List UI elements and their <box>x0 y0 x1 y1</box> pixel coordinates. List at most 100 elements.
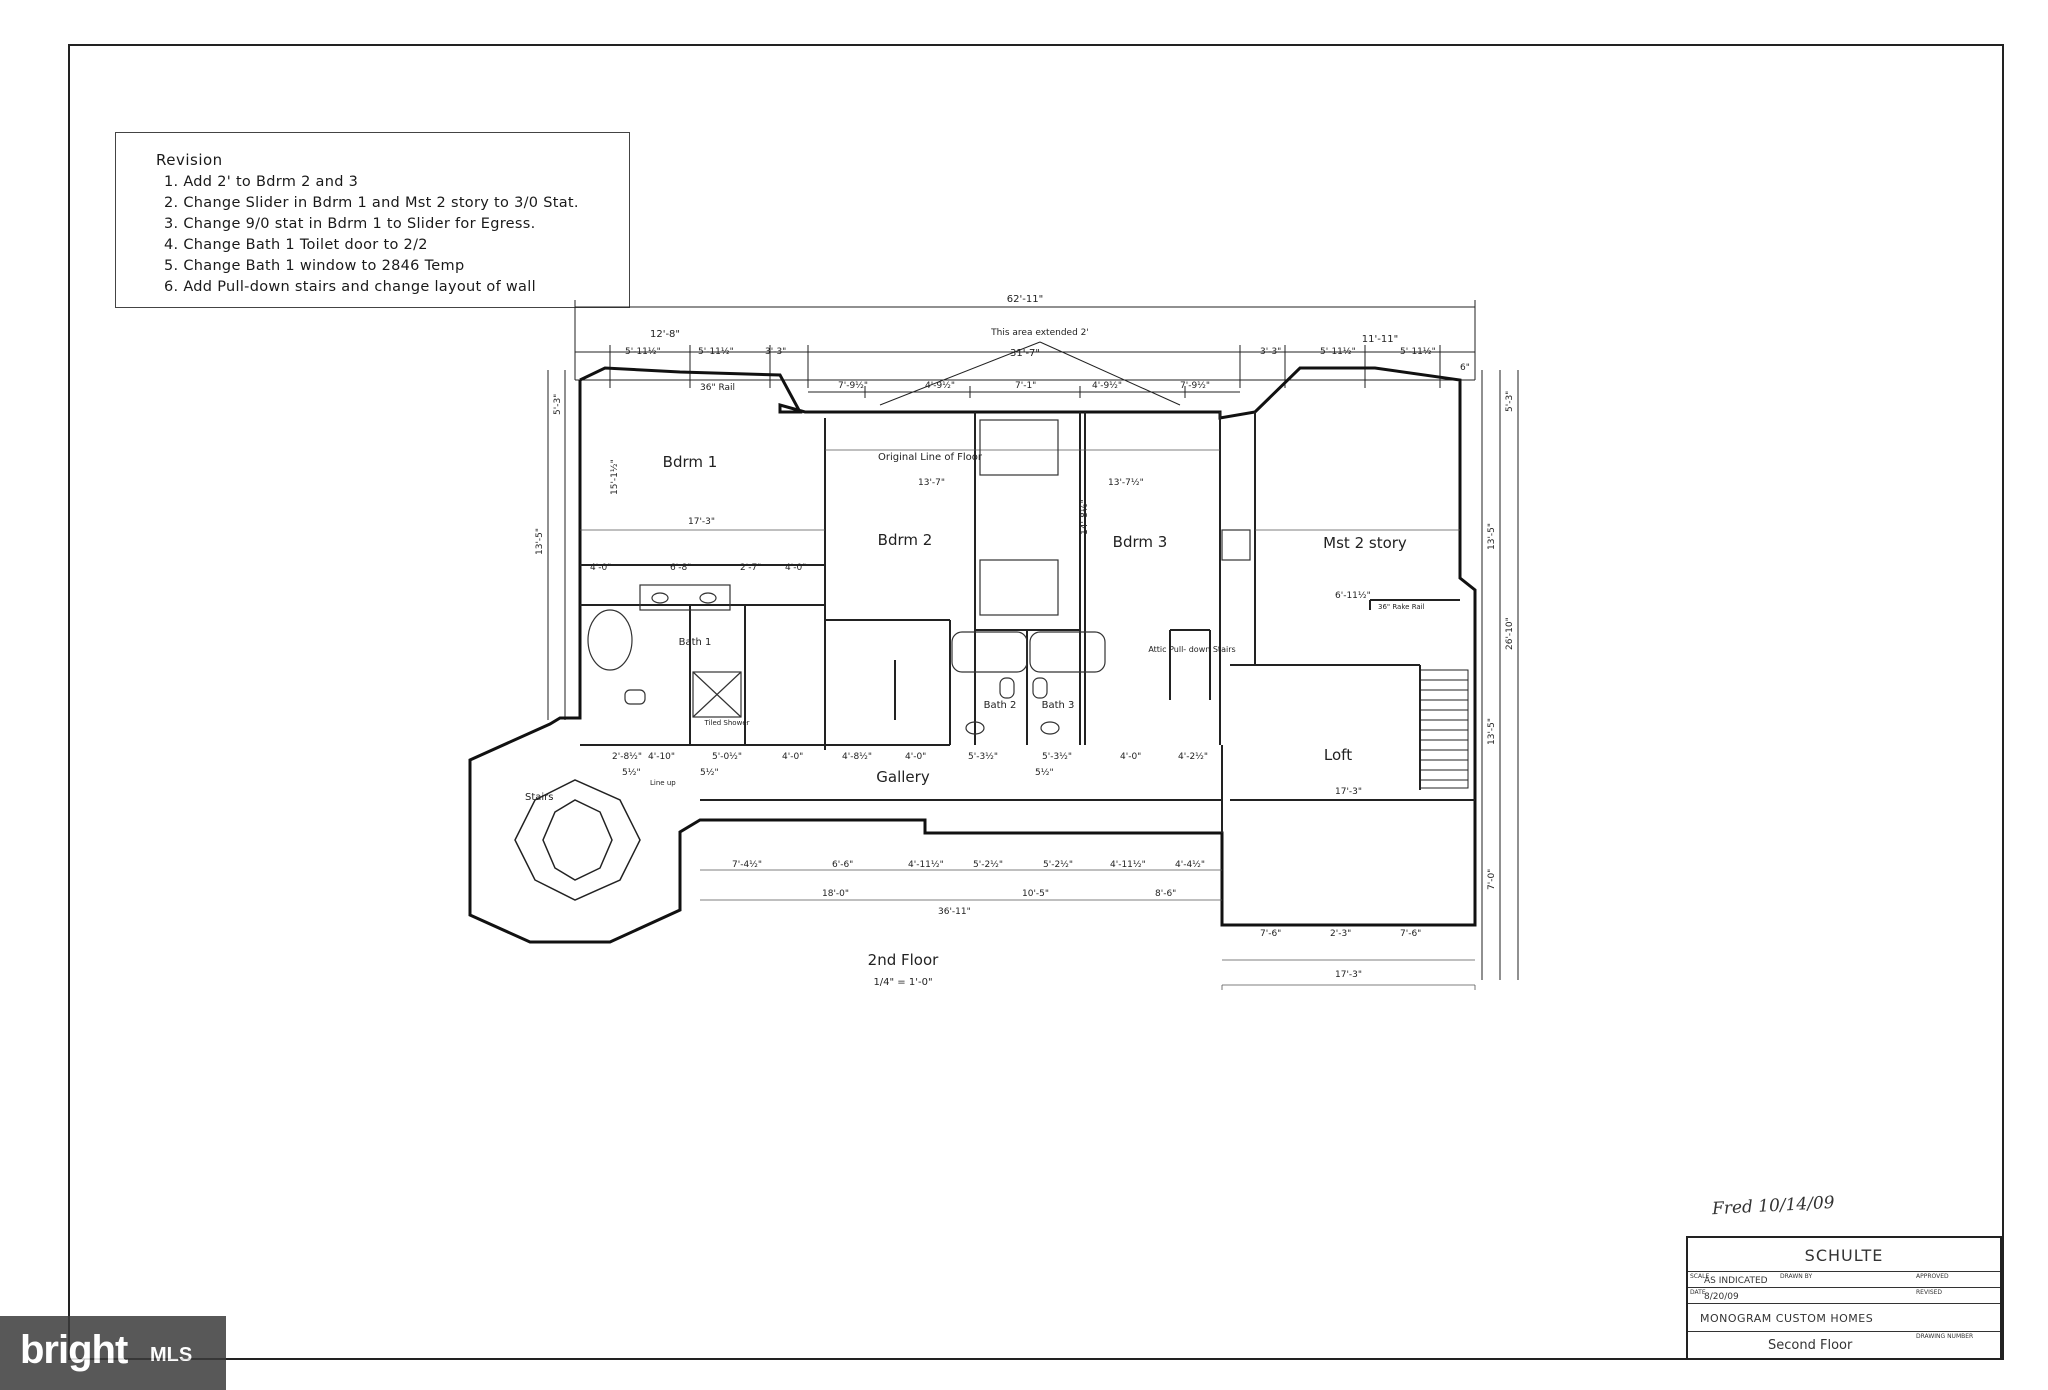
bright-mls-logo: bright MLS <box>0 1316 226 1390</box>
revision-item: 6. Add Pull-down stairs and change layou… <box>164 279 536 295</box>
revision-item: 2. Change Slider in Bdrm 1 and Mst 2 sto… <box>164 195 579 211</box>
dimension-label: 4'-0" <box>590 563 611 573</box>
dimension-label: 5'-11½" <box>698 347 734 357</box>
room-label-loft: Loft <box>1324 746 1352 764</box>
chimney <box>1221 529 1251 561</box>
dimension-label: 4'-9½" <box>925 381 955 391</box>
label-drawing-number: DRAWING NUMBER <box>1916 1333 1974 1340</box>
note-original-floor-line: Original Line of Floor <box>878 452 983 463</box>
dimension-label: 5½" <box>622 768 641 778</box>
label-scale: SCALE <box>1690 1273 1710 1280</box>
label-line-up: Line up <box>650 779 676 787</box>
dim-overall-width: 62'-11" <box>1007 294 1043 305</box>
dimension-label: 6'-8" <box>670 563 691 573</box>
dimension-label: 5½" <box>700 768 719 778</box>
dimension-label: 2'-7" <box>740 563 761 573</box>
scale-value: AS INDICATED <box>1704 1276 1768 1286</box>
dimension-label: 5'-11½" <box>625 347 661 357</box>
dimension-label: 7'-4½" <box>732 860 762 870</box>
sink <box>651 592 669 604</box>
logo-brand: bright <box>20 1328 128 1372</box>
dimension-label: 8'-6" <box>1155 889 1176 899</box>
dimension-label: 7'-9½" <box>838 381 868 391</box>
note-extended-area: This area extended 2' <box>990 328 1089 338</box>
dimension-label: 3'-3" <box>765 347 786 357</box>
dimension-label: 6'-11½" <box>1335 591 1371 601</box>
label-drawn-by: DRAWN BY <box>1780 1273 1813 1280</box>
dimension-label: 5'-0½" <box>712 752 742 762</box>
label-approved: APPROVED <box>1916 1273 1949 1280</box>
room-label-bath2: Bath 2 <box>984 700 1017 711</box>
dimension-label: 4'-11½" <box>908 860 944 870</box>
dimension-label: 13'-5" <box>1487 523 1497 550</box>
loft-staircase <box>1419 669 1469 789</box>
room-label-bdrm3: Bdrm 3 <box>1113 533 1168 551</box>
dimension-label: 11'-11" <box>1362 334 1398 345</box>
dimension-label: 5½" <box>1035 768 1054 778</box>
dimension-label: 4'-8½" <box>842 752 872 762</box>
revision-item: 4. Change Bath 1 Toilet door to 2/2 <box>164 237 428 253</box>
toilet <box>1032 677 1048 699</box>
sheet-name: Second Floor <box>1768 1338 1853 1353</box>
label-rail: 36" Rail <box>700 383 735 393</box>
dimension-label: 13'-5" <box>535 528 545 555</box>
dimension-label: 4'-4½" <box>1175 860 1205 870</box>
sink <box>699 592 717 604</box>
revision-item: 1. Add 2' to Bdrm 2 and 3 <box>164 174 359 190</box>
label-tiled-shower: Tiled Shower <box>704 719 750 727</box>
dimension-label: 6'-6" <box>832 860 853 870</box>
dimension-label: 7'-6" <box>1260 929 1281 939</box>
dimension-label: 3'-3" <box>1260 347 1281 357</box>
label-rake-rail: 36" Rake Rail <box>1378 603 1425 611</box>
dimension-label: 2'-3" <box>1330 929 1351 939</box>
dimension-label: 13'-7½" <box>1108 478 1144 488</box>
dimension-label: 5'-11½" <box>1320 347 1356 357</box>
stair-tower <box>514 779 641 901</box>
sink <box>965 721 985 735</box>
room-label-bdrm2: Bdrm 2 <box>878 531 933 549</box>
room-label-bdrm1: Bdrm 1 <box>663 453 718 471</box>
revision-item: 5. Change Bath 1 window to 2846 Temp <box>164 258 465 274</box>
closet-bdrm3 <box>979 559 1059 616</box>
revision-title: Revision <box>156 151 223 169</box>
dimension-label: 17'-3" <box>1335 787 1362 797</box>
revision-notes: Revision 1. Add 2' to Bdrm 2 and 3 2. Ch… <box>115 132 630 308</box>
dimension-label: 4'-9½" <box>1092 381 1122 391</box>
dimension-label: 4'-0" <box>1120 752 1141 762</box>
dimension-label: 7'-1" <box>1015 381 1036 391</box>
dimension-label: 4'-0" <box>905 752 926 762</box>
dimension-label: 36'-11" <box>938 907 971 917</box>
closet-bdrm2 <box>979 419 1059 476</box>
logo-mls: MLS <box>150 1344 193 1366</box>
date-value: 8/20/09 <box>1704 1292 1739 1302</box>
dimension-label: 5'-3" <box>1505 391 1515 412</box>
room-label-gallery: Gallery <box>876 768 930 786</box>
room-label-attic-stairs: Attic Pull- down Stairs <box>1148 645 1235 654</box>
dimension-label: 4'-2½" <box>1178 752 1208 762</box>
room-label-stairs: Stairs <box>525 792 554 803</box>
dimension-label: 7'-9½" <box>1180 381 1210 391</box>
exterior-wall <box>468 366 1477 944</box>
room-label-bath1: Bath 1 <box>679 637 712 648</box>
room-label-master: Mst 2 story <box>1323 534 1407 552</box>
sheet-border <box>68 44 2004 1360</box>
dimension-label: 10'-5" <box>1022 889 1049 899</box>
dimension-label: 31'-7" <box>1010 348 1040 359</box>
dimension-label: 6" <box>1460 363 1470 373</box>
dimension-label: 14'-8½" <box>1080 499 1090 535</box>
drawing-scale: 1/4" = 1'-0" <box>873 977 932 988</box>
dimension-label: 4'-0" <box>782 752 803 762</box>
toilet <box>999 677 1015 699</box>
dimension-label: 4'-10" <box>648 752 675 762</box>
dimension-label: 5'-3" <box>553 394 563 415</box>
dimension-label: 5'-3½" <box>1042 752 1072 762</box>
bathtub <box>951 631 1028 673</box>
dimension-label: 17'-3" <box>688 517 715 527</box>
dimension-label: 17'-3" <box>1335 970 1362 980</box>
dimension-label: 7'-0" <box>1487 869 1497 890</box>
dimension-label: 13'-5" <box>1487 718 1497 745</box>
dimension-label: 2'-8½" <box>612 752 642 762</box>
dimension-label: 5'-11½" <box>1400 347 1436 357</box>
title-block: SCHULTE SCALE AS INDICATED DRAWN BY APPR… <box>1686 1236 2002 1360</box>
